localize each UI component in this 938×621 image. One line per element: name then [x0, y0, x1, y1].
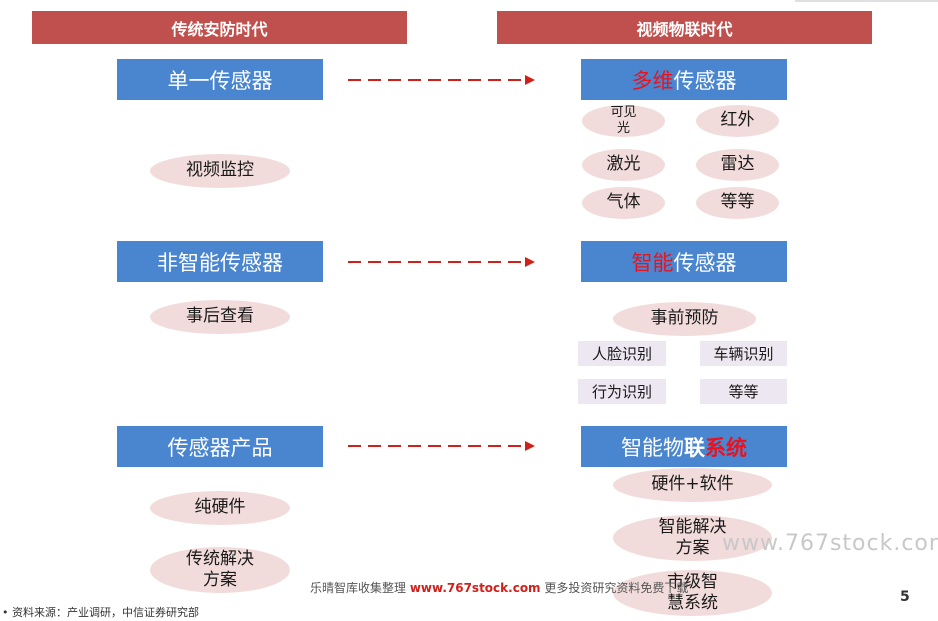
rect-behavior-recognition: 行为识别: [578, 379, 666, 404]
top-edge-line: [795, 0, 938, 2]
highlight-text: 系统: [705, 435, 747, 460]
box-text: 传感器: [673, 68, 737, 93]
ellipse-smart-solution: 智能解决 方案: [613, 515, 772, 561]
ellipse-line: 智能解决: [658, 516, 727, 537]
ellipse-line: 市级智: [667, 571, 718, 592]
ellipse-line: 方案: [675, 538, 710, 558]
ellipse-prevention: 事前预防: [613, 302, 756, 336]
ellipse-hardware-software: 硬件+软件: [613, 468, 772, 502]
source-note: • 资料来源：产业调研，中信证券研究部: [2, 606, 199, 619]
box-smart-iot-system: 智能物联系统: [581, 426, 787, 467]
box-text: 传感器: [673, 250, 737, 275]
ellipse-infrared: 红外: [696, 105, 779, 137]
highlight-text: 多维: [631, 68, 674, 93]
box-text: 智能物: [621, 435, 684, 460]
box-sensor-product: 传感器产品: [117, 426, 323, 467]
arrow-row-1: [348, 75, 535, 85]
box-single-sensor: 单一传感器: [117, 59, 323, 100]
ellipse-radar: 雷达: [696, 149, 779, 181]
box-multi-sensor: 多维传感器: [581, 59, 787, 100]
ellipse-line: 方案: [203, 570, 237, 590]
ellipse-line: 慧系统: [667, 593, 718, 613]
banner-site-link[interactable]: www.767stock.com: [409, 581, 541, 595]
arrow-row-3: [348, 441, 535, 451]
ellipse-etc-1: 等等: [696, 187, 779, 219]
banner-text: 更多投资研究资料免费下载: [540, 581, 689, 595]
rect-etc-2: 等等: [700, 379, 787, 404]
ellipse-video-monitoring: 视频监控: [150, 154, 290, 188]
ellipse-laser: 激光: [582, 149, 665, 181]
ellipse-visible-light: 可见 光: [582, 105, 665, 137]
highlight-text: 智能: [631, 250, 674, 275]
ellipse-line: 可见: [610, 105, 637, 121]
bold-text: 联: [684, 435, 705, 460]
ellipse-after-review: 事后查看: [150, 300, 290, 334]
ellipse-traditional-solution: 传统解决 方案: [150, 547, 290, 593]
rect-vehicle-recognition: 车辆识别: [700, 341, 787, 366]
box-non-smart-sensor: 非智能传感器: [117, 241, 323, 282]
ellipse-line: 光: [616, 121, 630, 136]
footer-banner: 乐晴智库收集整理 www.767stock.com 更多投资研究资料免费下载: [310, 579, 688, 596]
arrow-row-2: [348, 257, 535, 267]
header-traditional-era: 传统安防时代: [32, 11, 407, 44]
ellipse-city-level-system: 市级智 慧系统: [613, 570, 772, 616]
ellipse-gas: 气体: [582, 187, 665, 219]
banner-text: 乐晴智库收集整理: [310, 581, 410, 595]
box-smart-sensor: 智能传感器: [581, 241, 787, 282]
header-video-iot-era: 视频物联时代: [497, 11, 872, 44]
page-number: 5: [900, 589, 910, 605]
watermark-url: www.767stock.con: [722, 531, 938, 556]
ellipse-pure-hardware: 纯硬件: [150, 491, 290, 525]
rect-face-recognition: 人脸识别: [578, 341, 666, 366]
ellipse-line: 传统解决: [186, 548, 254, 569]
